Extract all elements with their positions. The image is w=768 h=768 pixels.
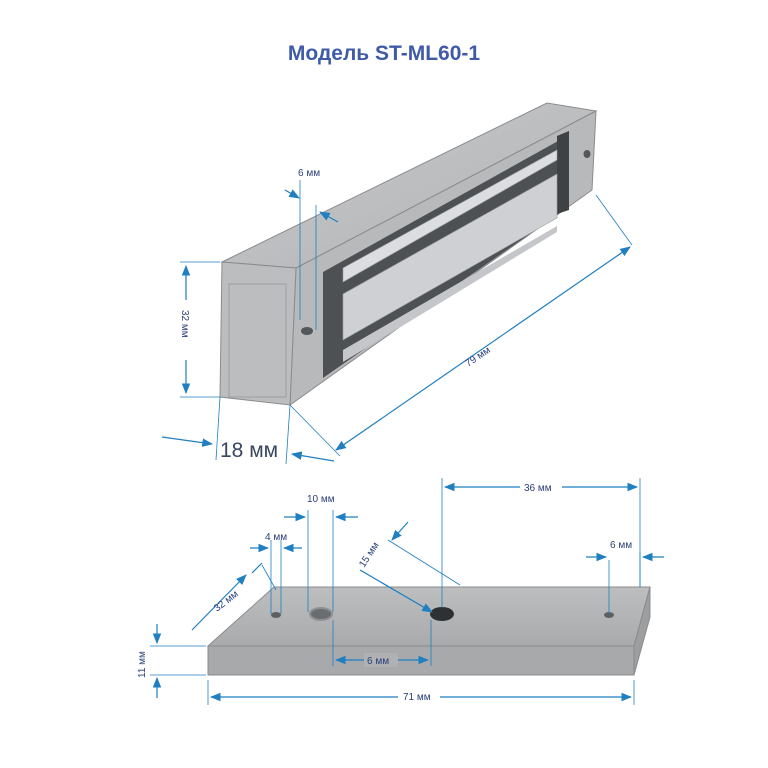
dimension-top-hole: 6 мм xyxy=(284,168,339,330)
dim-label-71: 71 мм xyxy=(403,692,431,703)
dim-label-32-diagonal: 32 мм xyxy=(212,589,241,615)
dimension-10: 10 мм xyxy=(284,494,358,612)
dim-label-11: 11 мм xyxy=(137,651,148,678)
dimension-11: 11 мм xyxy=(137,624,206,698)
dim-label-width: 18 мм xyxy=(220,439,278,462)
dimension-width: 18 мм xyxy=(161,396,335,465)
dim-label-bottom-6: 6 мм xyxy=(367,656,389,667)
dim-label-top-hole: 6 мм xyxy=(298,168,320,179)
dim-label-length: 79 мм xyxy=(464,345,493,370)
dim-label-36: 36 мм xyxy=(524,483,552,494)
dimension-height: 32 мм xyxy=(179,261,220,398)
dimension-bottom-6: 6 мм xyxy=(332,620,432,667)
dim-label-right-6: 6 мм xyxy=(610,540,632,551)
dim-label-10: 10 мм xyxy=(307,494,335,505)
dimension-71: 71 мм xyxy=(207,680,635,705)
dim-label-height: 32 мм xyxy=(179,310,190,338)
mounting-plate xyxy=(206,586,651,676)
dim-label-15: 15 мм xyxy=(357,540,381,569)
page-title: Модель ST-ML60-1 xyxy=(287,42,481,65)
dimension-4: 4 мм xyxy=(250,532,302,614)
dimension-right-6: 6 мм xyxy=(586,540,664,614)
magnet-body xyxy=(219,102,598,407)
dim-label-4: 4 мм xyxy=(265,532,287,543)
